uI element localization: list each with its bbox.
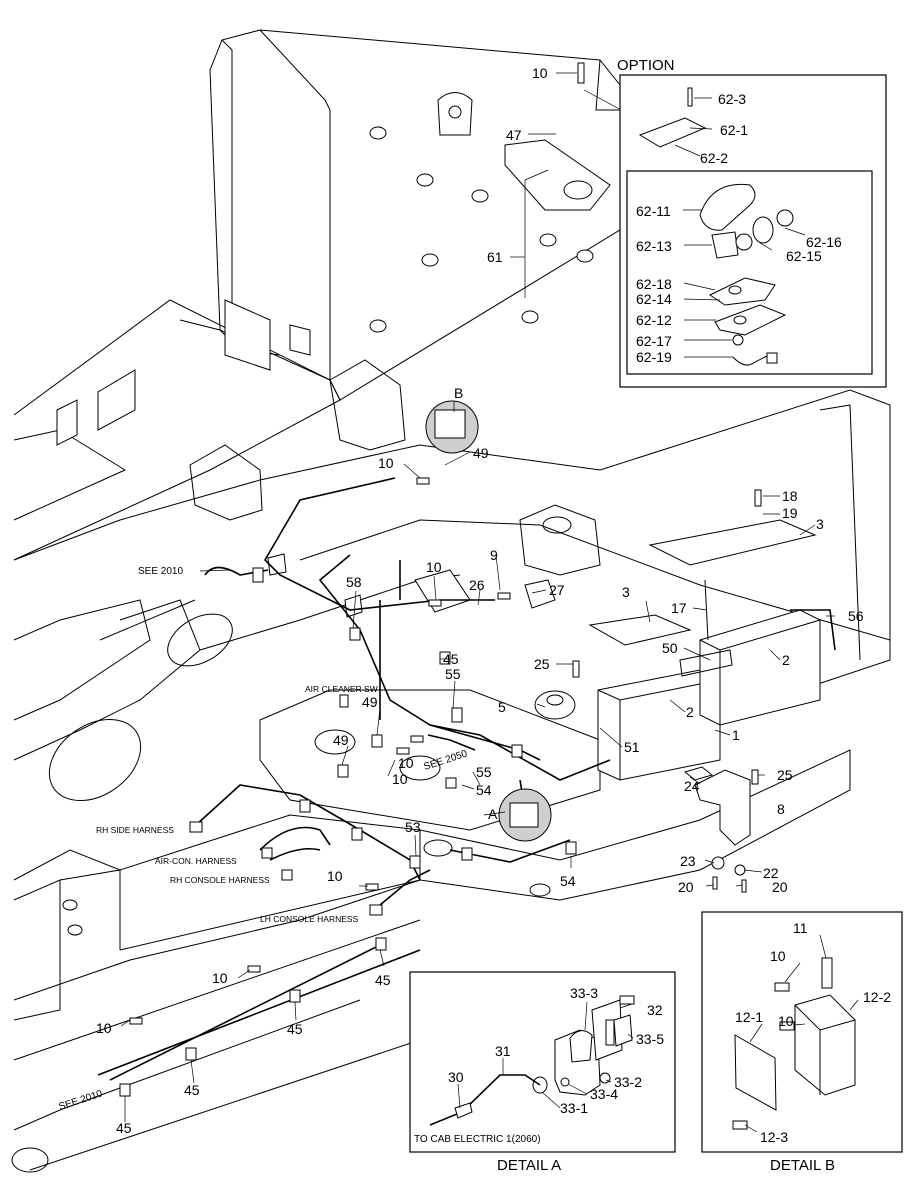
leader-lines [120, 72, 835, 1122]
detail-a-label-33-1: 33-1 [560, 1100, 588, 1116]
option-label-62-12: 62-12 [636, 312, 672, 328]
label-20: 20 [678, 879, 694, 895]
detail-b-label-12-2: 12-2 [863, 989, 891, 1005]
label-54: 54 [476, 782, 492, 798]
note-see-2010: SEE 2010 [58, 1088, 105, 1113]
label-49: 49 [473, 445, 489, 461]
label-50: 50 [662, 640, 678, 656]
option-label-62-15: 62-15 [786, 248, 822, 264]
label-22: 22 [763, 865, 779, 881]
label-b: B [454, 385, 463, 401]
option-title: OPTION [617, 57, 675, 74]
label-8: 8 [777, 801, 785, 817]
label-19: 19 [782, 505, 798, 521]
label-9: 9 [490, 547, 498, 563]
detail-b-label-10: 10 [778, 1013, 794, 1029]
detail-a-panel: 33-3 32 33-5 31 30 33-4 33-2 33-1 TO CAB… [409, 971, 676, 1174]
label-49: 49 [333, 732, 349, 748]
option-label-62-2: 62-2 [700, 150, 728, 166]
label-45: 45 [375, 972, 391, 988]
note-see-2050: SEE 2050 [423, 748, 470, 773]
note-rh-side-harness: RH SIDE HARNESS [96, 825, 174, 835]
label-45: 45 [184, 1082, 200, 1098]
note-air-cleaner-sw: AIR CLEANER SW [305, 684, 378, 694]
detail-b-label-11: 11 [793, 920, 808, 936]
label-10: 10 [398, 755, 414, 771]
label-10: 10 [378, 455, 394, 471]
detail-a-callout [498, 788, 552, 842]
label-56: 56 [848, 608, 864, 624]
label-23: 23 [680, 853, 696, 869]
label-54: 54 [560, 873, 576, 889]
screw-symbols [129, 62, 762, 1025]
detail-a-note: TO CAB ELECTRIC 1(2060) [414, 1134, 541, 1145]
option-label-62-17: 62-17 [636, 333, 672, 349]
label-20: 20 [772, 879, 788, 895]
label-24: 24 [684, 778, 700, 794]
label-2: 2 [782, 652, 790, 668]
label-61: 61 [487, 249, 503, 265]
label-25: 25 [534, 656, 550, 672]
label-2: 2 [686, 704, 694, 720]
harness-notes: SEE 2010 SEE 2010 SEE 2050 AIR CLEANER S… [58, 566, 470, 1113]
detail-a-caption: DETAIL A [497, 1157, 561, 1174]
option-label-62-18: 62-18 [636, 276, 672, 292]
label-49: 49 [362, 694, 378, 710]
option-label-62-3: 62-3 [718, 91, 746, 107]
label-58: 58 [346, 574, 362, 590]
label-3: 3 [816, 516, 824, 532]
label-17: 17 [671, 600, 687, 616]
note-rh-console-harness: RH CONSOLE HARNESS [170, 875, 270, 885]
frame-drawing [11, 29, 891, 1173]
label-25: 25 [777, 767, 793, 783]
option-label-62-11: 62-11 [636, 203, 671, 219]
label-26: 26 [469, 577, 485, 593]
label-5: 5 [498, 699, 506, 715]
label-18: 18 [782, 488, 798, 504]
label-53: 53 [405, 819, 421, 835]
label-45: 45 [116, 1120, 132, 1136]
part-labels: 10 47 61 B 49 10 18 19 3 3 17 56 50 2 2 … [96, 65, 864, 1136]
detail-b-panel: 11 10 12-2 12-1 10 12-3 DETAIL B [701, 911, 903, 1174]
label-10: 10 [327, 868, 343, 884]
note-air-con-harness: AIR-CON. HARNESS [155, 856, 237, 866]
label-47: 47 [506, 127, 522, 143]
detail-a-label-33-2: 33-2 [614, 1074, 642, 1090]
option-panel: OPTION 62-3 6 [617, 57, 887, 388]
detail-a-label-33-4: 33-4 [590, 1086, 618, 1102]
label-a: A [488, 806, 498, 822]
note-see-2010: SEE 2010 [138, 566, 183, 577]
note-lh-console-harness: LH CONSOLE HARNESS [260, 914, 359, 924]
detail-a-label-33-5: 33-5 [636, 1031, 664, 1047]
label-3: 3 [622, 584, 630, 600]
harness-wiring [97, 477, 611, 1097]
label-1: 1 [732, 727, 740, 743]
option-label-62-1: 62-1 [720, 122, 748, 138]
detail-b-label-12-1: 12-1 [735, 1009, 763, 1025]
label-51: 51 [624, 739, 640, 755]
label-27: 27 [549, 582, 565, 598]
label-55: 55 [476, 764, 492, 780]
label-10: 10 [392, 771, 408, 787]
label-45: 45 [443, 651, 459, 667]
label-10: 10 [212, 970, 228, 986]
option-label-62-16: 62-16 [806, 234, 842, 250]
label-10: 10 [426, 559, 442, 575]
detail-a-label-33-3: 33-3 [570, 985, 598, 1001]
label-45: 45 [287, 1021, 303, 1037]
detail-b-label-10: 10 [770, 948, 786, 964]
option-label-62-14: 62-14 [636, 291, 672, 307]
detail-a-label-31: 31 [495, 1043, 511, 1059]
label-55: 55 [445, 666, 461, 682]
detail-a-label-30: 30 [448, 1069, 464, 1085]
detail-b-callout [425, 400, 479, 454]
detail-a-label-32: 32 [647, 1002, 663, 1018]
option-label-62-19: 62-19 [636, 349, 672, 365]
detail-b-label-12-3: 12-3 [760, 1129, 788, 1145]
detail-b-caption: DETAIL B [770, 1157, 835, 1174]
label-10: 10 [532, 65, 548, 81]
label-10: 10 [96, 1020, 112, 1036]
option-label-62-13: 62-13 [636, 238, 672, 254]
